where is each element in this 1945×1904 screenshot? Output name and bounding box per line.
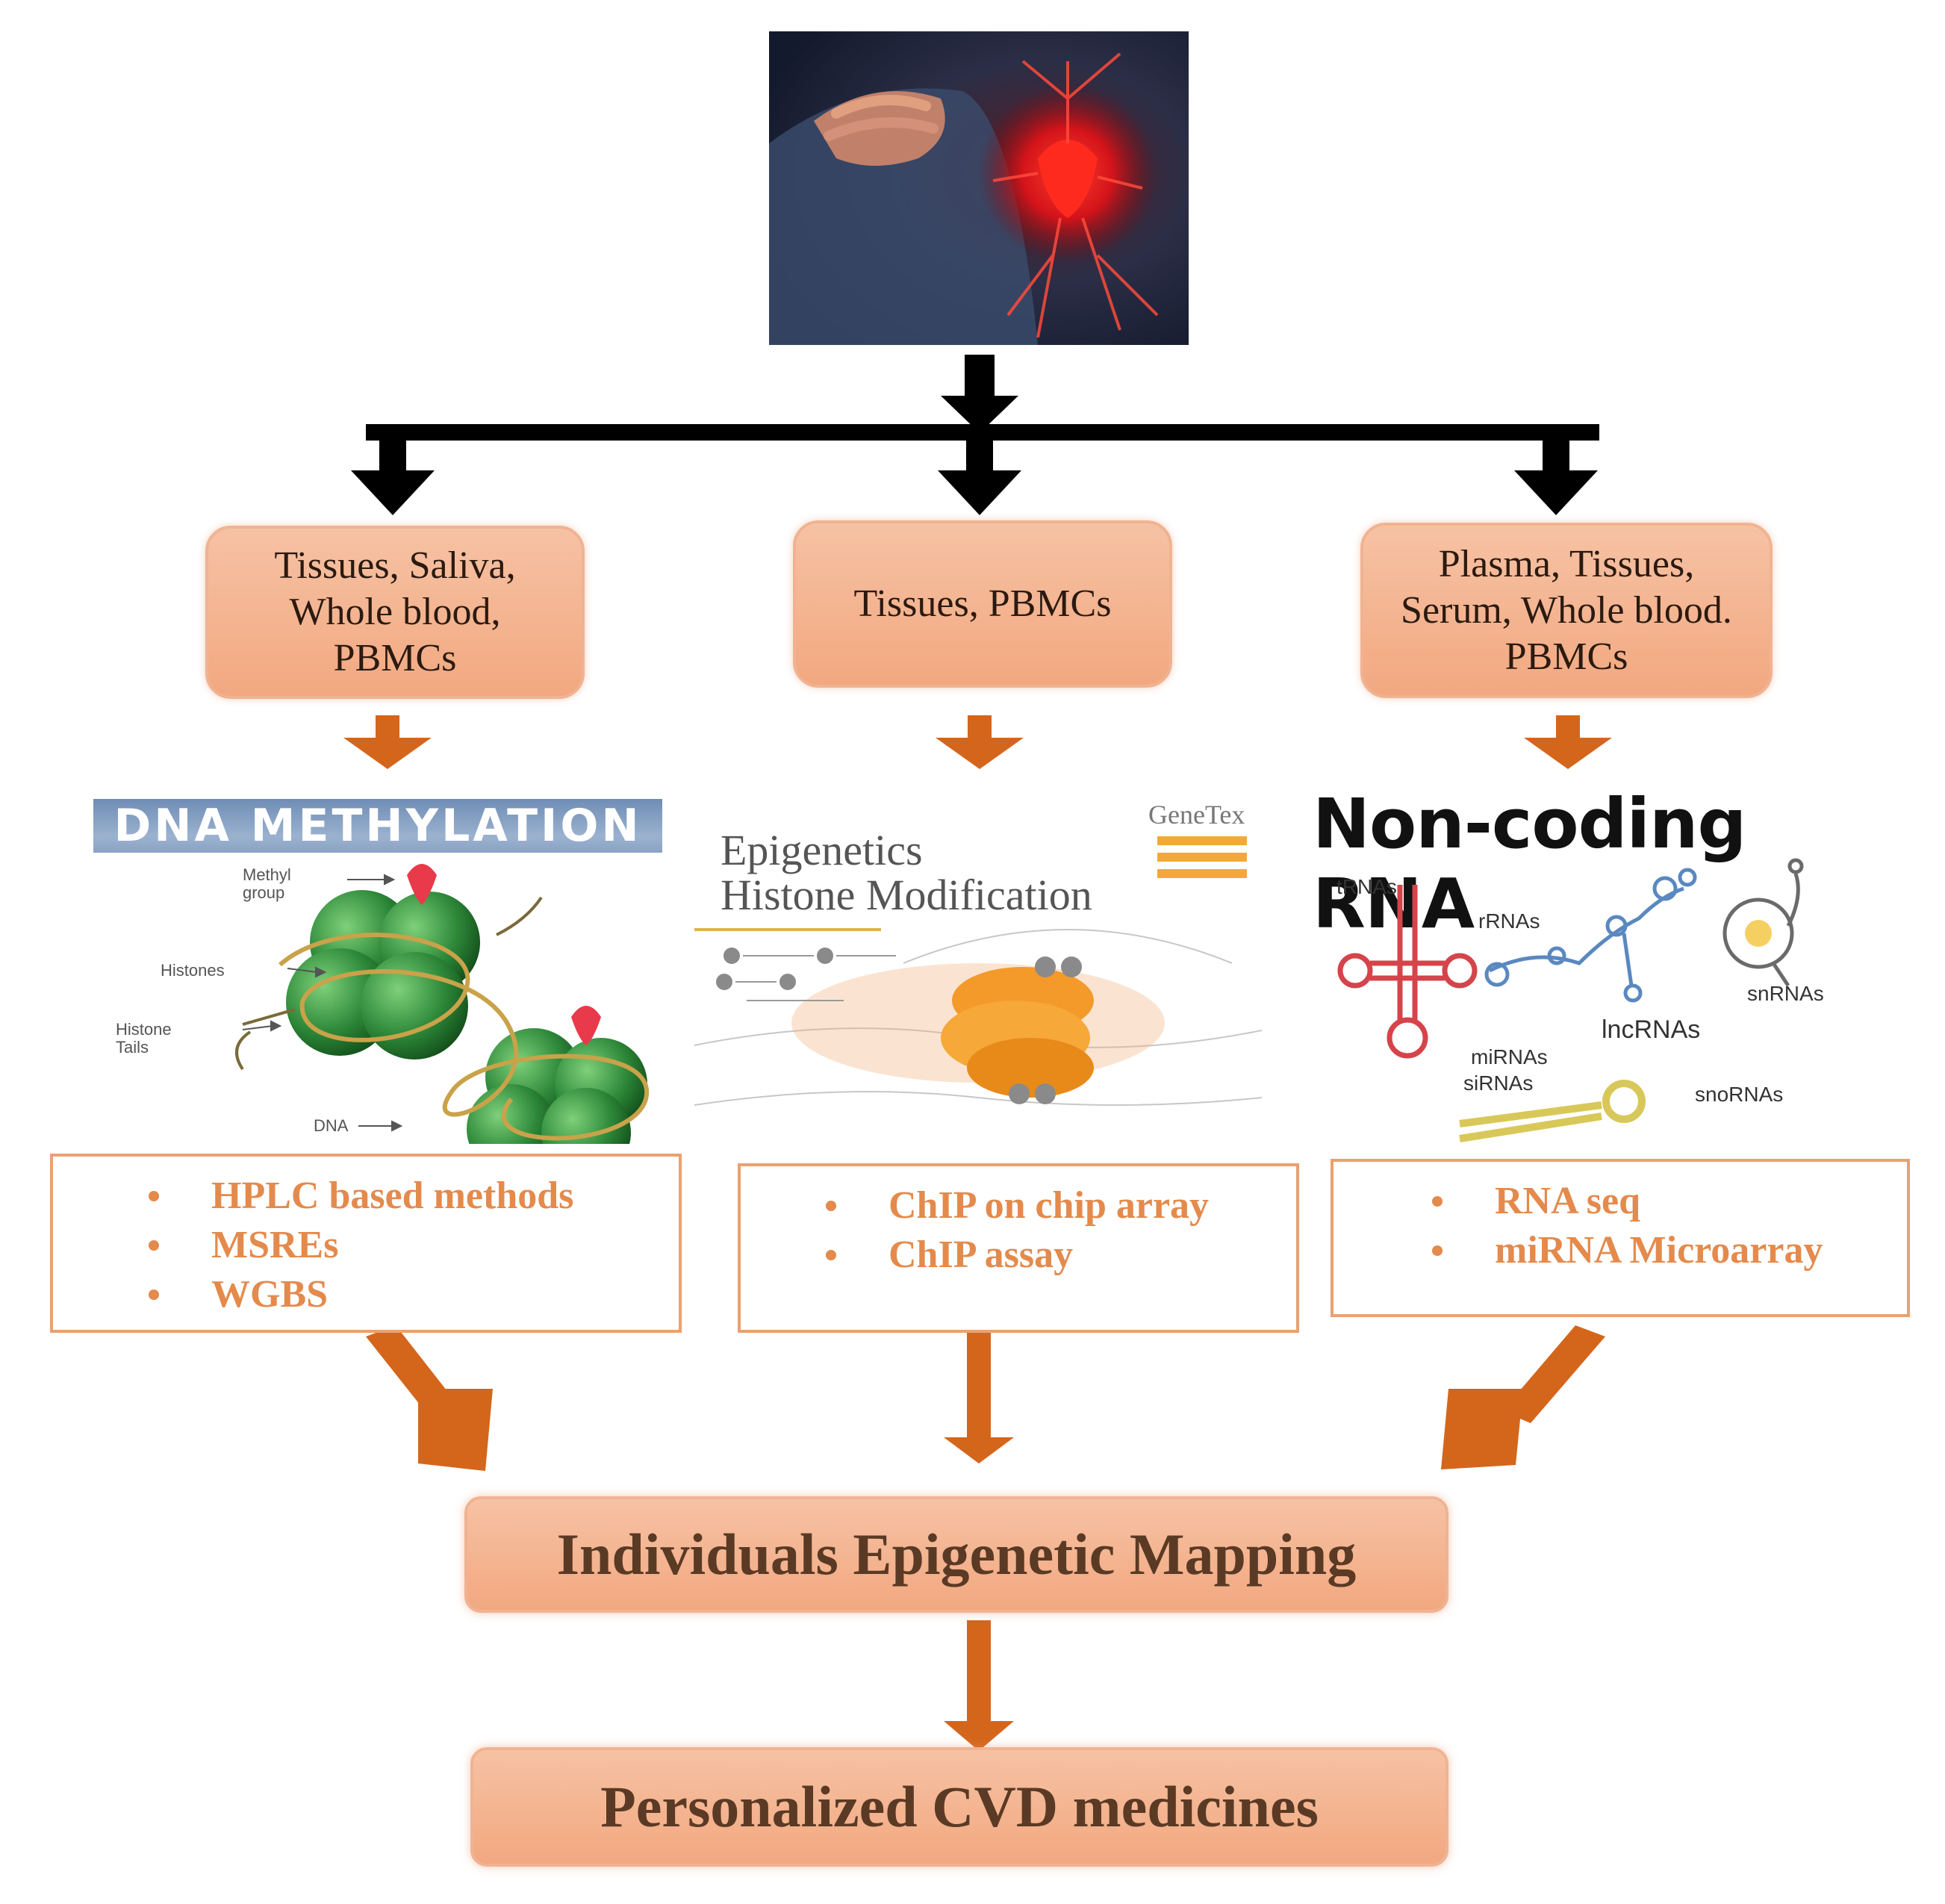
method-box-dna: HPLC based methods MSREs WGBS bbox=[50, 1154, 682, 1333]
sample-text-histone: Tissues, PBMCs bbox=[853, 582, 1112, 625]
bullet-icon bbox=[826, 1250, 836, 1260]
sample-text-dna: Tissues, Saliva, Whole blood, PBMCs bbox=[274, 544, 516, 679]
trna-label: tRNAs bbox=[1336, 875, 1397, 898]
lncrna-label: lncRNAs bbox=[1602, 1015, 1701, 1044]
method-item: RNA seq bbox=[1432, 1177, 1907, 1226]
orange-arrows bbox=[343, 715, 1612, 1751]
method-item: ChIP on chip array bbox=[826, 1181, 1296, 1231]
sirna-label: siRNAs bbox=[1463, 1071, 1534, 1095]
bullet-icon bbox=[149, 1289, 159, 1300]
epigenetic-mapping-box: Individuals Epigenetic Mapping bbox=[464, 1496, 1448, 1613]
method-list-histone: ChIP on chip array ChIP assay bbox=[826, 1181, 1296, 1280]
sample-text-ncrna: Plasma, Tissues, Serum, Whole blood. PBM… bbox=[1401, 542, 1732, 678]
bullet-icon bbox=[149, 1240, 159, 1251]
bullet-icon bbox=[149, 1191, 159, 1201]
personalized-medicine-text: Personalized CVD medicines bbox=[600, 1774, 1319, 1839]
dna-methylation-title: DNA METHYLATION bbox=[93, 799, 662, 853]
method-item: WGBS bbox=[149, 1270, 679, 1319]
sample-box-histone: Tissues, PBMCs bbox=[793, 520, 1172, 688]
method-box-histone: ChIP on chip array ChIP assay bbox=[738, 1163, 1299, 1333]
nucleosome-orange-icon bbox=[941, 967, 1094, 1098]
personalized-medicine-box: Personalized CVD medicines bbox=[470, 1747, 1448, 1867]
histone-modification-illustration: Epigenetics Histone Modification GeneTex bbox=[694, 799, 1263, 1142]
snrna-label: snRNAs bbox=[1747, 982, 1824, 1005]
method-list-dna: HPLC based methods MSREs WGBS bbox=[149, 1172, 679, 1319]
snorna-label: snoRNAs bbox=[1695, 1083, 1784, 1106]
sirna-icon bbox=[1459, 1080, 1646, 1142]
bullet-icon bbox=[1432, 1245, 1443, 1256]
method-item: MSREs bbox=[149, 1221, 679, 1270]
genetex-logo-bars bbox=[1157, 836, 1247, 878]
histones-label: Histones bbox=[161, 961, 225, 980]
trna-icon bbox=[1337, 885, 1478, 1059]
black-arrows bbox=[351, 355, 1599, 515]
genetex-brand: GeneTex bbox=[1148, 800, 1245, 830]
rrna-label: rRNAs bbox=[1478, 909, 1540, 933]
method-list-ncrna: RNA seq miRNA Microarray bbox=[1432, 1177, 1907, 1275]
dna-methylation-illustration: Methyl group Histones Histone Tails DNA bbox=[93, 853, 662, 1177]
sample-box-ncrna: Plasma, Tissues, Serum, Whole blood. PBM… bbox=[1360, 523, 1773, 698]
ncrna-title: Non-coding RNA bbox=[1313, 784, 1746, 944]
bullet-icon bbox=[826, 1201, 836, 1211]
histone-tails-label: Histone Tails bbox=[116, 1020, 172, 1057]
histone-title-line-2: Histone Modification bbox=[721, 871, 1092, 919]
rrna-icon bbox=[1484, 868, 1697, 1003]
method-box-ncrna: RNA seq miRNA Microarray bbox=[1331, 1159, 1910, 1317]
sample-box-dna-methylation: Tissues, Saliva, Whole blood, PBMCs bbox=[205, 526, 585, 699]
epigenetic-mapping-text: Individuals Epigenetic Mapping bbox=[556, 1522, 1357, 1587]
methyl-group-icon bbox=[407, 864, 601, 1045]
heart-attack-image bbox=[769, 31, 1189, 345]
methyl-group-label: Methyl group bbox=[243, 865, 291, 902]
bullet-icon bbox=[1432, 1196, 1443, 1207]
histone-title-line-1: Epigenetics bbox=[721, 826, 923, 874]
dna-label: DNA bbox=[314, 1116, 349, 1135]
method-item: HPLC based methods bbox=[149, 1172, 679, 1221]
snrna-icon bbox=[1723, 858, 1804, 987]
method-item: miRNA Microarray bbox=[1432, 1226, 1907, 1275]
ncrna-illustration: Non-coding RNA bbox=[1310, 784, 1848, 1142]
method-item: ChIP assay bbox=[826, 1231, 1296, 1280]
mirna-label: miRNAs bbox=[1471, 1045, 1548, 1068]
